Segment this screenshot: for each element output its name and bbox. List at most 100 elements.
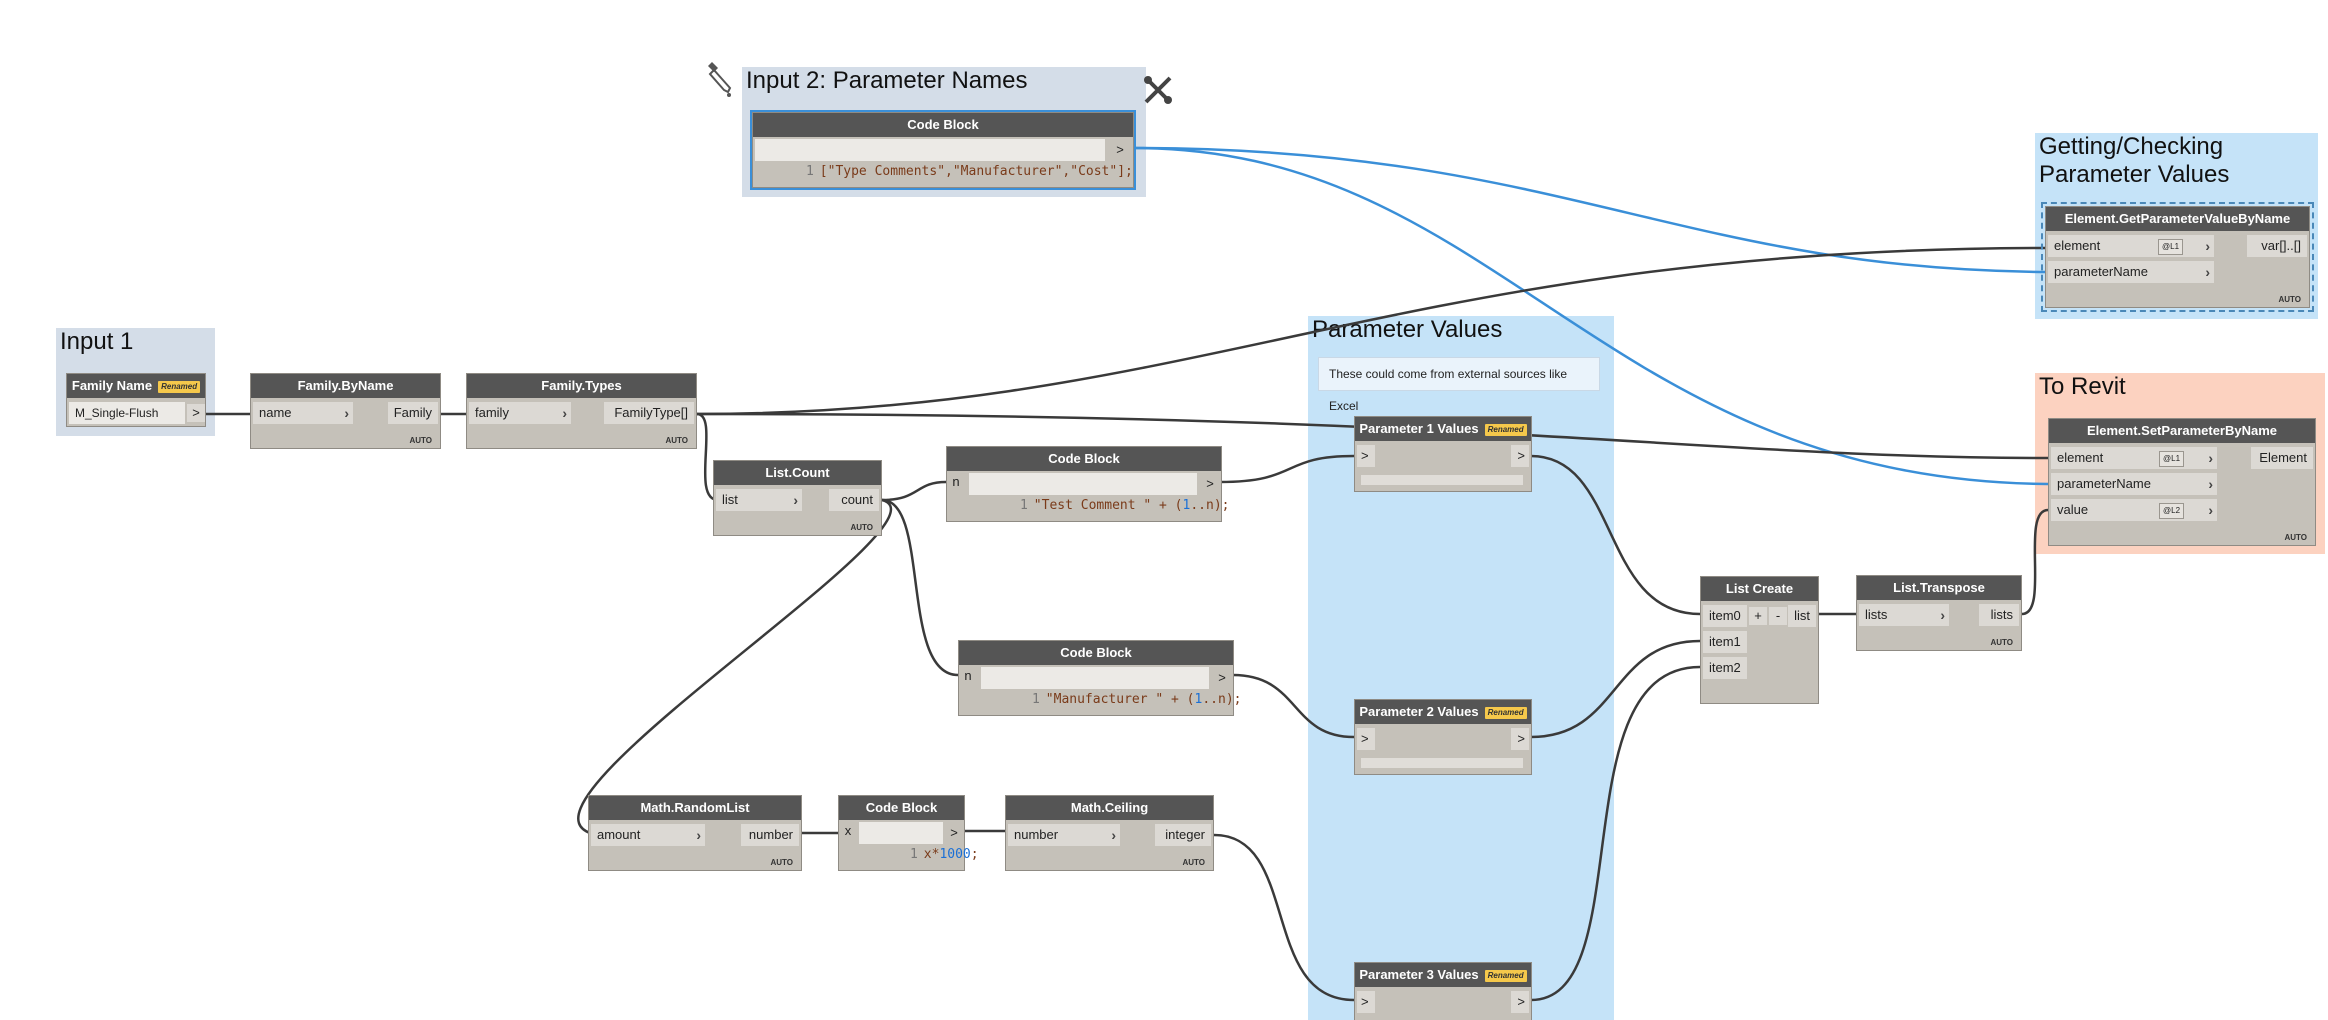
input-port-parametername[interactable]: parameterName› — [2048, 261, 2214, 283]
output-port[interactable]: > — [187, 404, 205, 422]
note-external-sources[interactable]: These could come from external sources l… — [1318, 357, 1600, 413]
renamed-badge: Renamed — [158, 380, 201, 393]
chevron-right-icon: › — [2205, 264, 2210, 280]
output-port-familytypes[interactable]: FamilyType[] — [604, 402, 694, 424]
group-title-paramvalues: Parameter Values — [1312, 316, 1503, 343]
lacing-auto[interactable]: AUTO — [850, 523, 873, 532]
output-port-integer[interactable]: integer — [1155, 824, 1211, 846]
input-port-list[interactable]: list› — [716, 489, 802, 511]
output-port[interactable]: > — [1511, 445, 1529, 467]
output-port-lists[interactable]: lists — [1979, 604, 2019, 626]
node-header: Code Block — [959, 641, 1233, 665]
output-port[interactable]: > — [1511, 728, 1529, 750]
lacing-auto[interactable]: AUTO — [665, 436, 688, 445]
lacing-level-toggle[interactable]: @L1 — [2158, 239, 2184, 255]
lacing-level-toggle[interactable]: @L1 — [2159, 451, 2185, 467]
add-input-button[interactable]: + — [1749, 607, 1767, 625]
output-port[interactable]: > — [950, 825, 958, 840]
input-port-item2[interactable]: item2 — [1703, 657, 1747, 679]
node-math-randomlist[interactable]: Math.RandomList amount› number AUTO — [588, 795, 802, 871]
node-set-parameter[interactable]: Element.SetParameterByName element› @L1 … — [2048, 418, 2316, 546]
node-code-block-test[interactable]: Code Block n 1"Test Comment " + (1..n); … — [946, 446, 1229, 522]
node-get-parameter-value[interactable]: Element.GetParameterValueByName element›… — [2041, 202, 2314, 312]
input-port-lists[interactable]: lists› — [1859, 604, 1949, 626]
input-port-family[interactable]: family› — [469, 402, 571, 424]
node-family-types[interactable]: Family.Types family› FamilyType[] AUTO — [466, 373, 697, 449]
lacing-auto[interactable]: AUTO — [409, 436, 432, 445]
code-editor[interactable]: 1["Type Comments","Manufacturer","Cost"]… — [755, 139, 1133, 179]
input-port-parametername[interactable]: parameterName› — [2051, 473, 2217, 495]
input-port-value[interactable]: value› — [2051, 499, 2217, 521]
output-port-list[interactable]: list — [1788, 605, 1816, 627]
eyedropper-icon[interactable] — [702, 60, 738, 100]
lacing-auto[interactable]: AUTO — [770, 858, 793, 867]
lacing-auto[interactable]: AUTO — [1990, 638, 2013, 647]
node-list-transpose[interactable]: List.Transpose lists› lists AUTO — [1856, 575, 2022, 651]
family-name-value[interactable]: M_Single-Flush — [69, 402, 185, 424]
input-port[interactable]: > — [1357, 445, 1375, 467]
watch-preview — [1361, 475, 1523, 485]
wire-count-to-random — [577, 498, 893, 835]
node-code-block-manu[interactable]: Code Block n 1"Manufacturer " + (1..n); … — [958, 640, 1241, 716]
node-header: Math.RandomList — [589, 796, 801, 820]
renamed-badge: Renamed — [1484, 423, 1527, 436]
node-list-count[interactable]: List.Count list› count AUTO — [713, 460, 882, 536]
node-code-block-names[interactable]: Code Block 1["Type Comments","Manufactur… — [750, 110, 1136, 190]
output-port-number[interactable]: number — [741, 824, 799, 846]
lacing-auto[interactable]: AUTO — [2278, 295, 2301, 304]
output-port[interactable]: > — [1218, 670, 1226, 685]
chevron-right-icon: › — [1940, 607, 1945, 623]
input-port-item1[interactable]: item1 — [1703, 631, 1747, 653]
input-port-name[interactable]: name› — [253, 402, 353, 424]
input-port-number[interactable]: number› — [1008, 824, 1120, 846]
lacing-level-toggle[interactable]: @L2 — [2159, 503, 2185, 519]
input-port-x[interactable]: x — [844, 823, 852, 838]
chevron-right-icon: › — [793, 492, 798, 508]
tools-icon[interactable] — [1142, 74, 1174, 106]
output-port-var[interactable]: var[]..[] — [2247, 235, 2307, 257]
node-math-ceiling[interactable]: Math.Ceiling number› integer AUTO — [1005, 795, 1214, 871]
output-port-count[interactable]: count — [829, 489, 879, 511]
input-port-element[interactable]: element› — [2048, 235, 2214, 257]
line-number: 1 — [1031, 692, 1040, 707]
output-port[interactable]: > — [1116, 142, 1124, 157]
input-port[interactable]: > — [1357, 991, 1375, 1013]
output-port[interactable]: > — [1206, 476, 1214, 491]
node-list-create[interactable]: List Create item0 + - list item1 item2 — [1700, 576, 1819, 704]
node-header: Element.SetParameterByName — [2049, 419, 2315, 443]
output-port[interactable]: > — [1511, 991, 1529, 1013]
chevron-right-icon: › — [2208, 476, 2213, 492]
output-port-family[interactable]: Family — [388, 402, 438, 424]
input-port-amount[interactable]: amount› — [591, 824, 705, 846]
chevron-right-icon: › — [696, 827, 701, 843]
node-header: Code Block — [947, 447, 1221, 471]
node-family-byname[interactable]: Family.ByName name› Family AUTO — [250, 373, 441, 449]
input-port-n[interactable]: n — [952, 474, 960, 489]
node-header: Code Block — [839, 796, 964, 820]
code-editor[interactable]: 1"Manufacturer " + (1..n); — [981, 667, 1241, 707]
group-title-input2: Input 2: Parameter Names — [746, 67, 1028, 94]
lacing-auto[interactable]: AUTO — [1182, 858, 1205, 867]
group-title-getting: Getting/Checking Parameter Values — [2039, 133, 2230, 188]
wire-names-to-get — [1133, 146, 2049, 274]
input-port-item0[interactable]: item0 — [1703, 605, 1747, 627]
code-editor[interactable]: 1"Test Comment " + (1..n); — [969, 473, 1229, 513]
chevron-right-icon: › — [2208, 450, 2213, 466]
input-port-element[interactable]: element› — [2051, 447, 2217, 469]
input-port-n[interactable]: n — [964, 668, 972, 683]
remove-input-button[interactable]: - — [1769, 607, 1787, 625]
line-number: 1 — [805, 164, 814, 179]
node-header: List.Count — [714, 461, 881, 485]
output-port-element[interactable]: Element — [2251, 447, 2313, 469]
lacing-auto[interactable]: AUTO — [2284, 533, 2307, 542]
input-port[interactable]: > — [1357, 728, 1375, 750]
group-title-input1: Input 1 — [60, 328, 134, 355]
